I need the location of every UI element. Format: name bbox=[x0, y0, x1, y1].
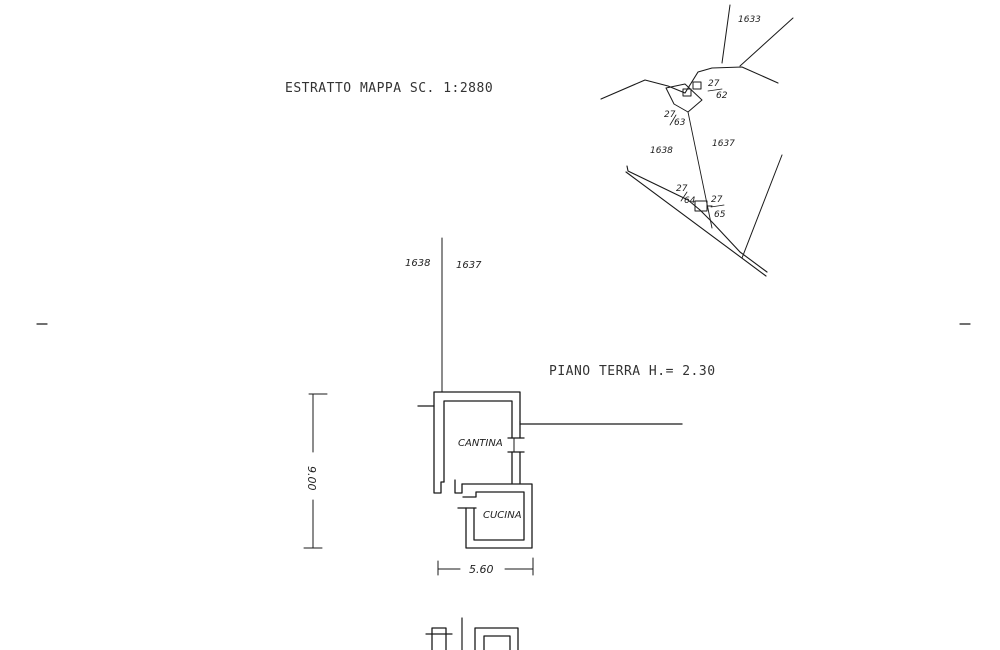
subparcel-c-bar bbox=[680, 191, 688, 202]
subparcel-a-den: 62 bbox=[716, 91, 728, 101]
subparcel-c-den: 64 bbox=[684, 196, 696, 206]
map-boundary-lower bbox=[626, 165, 768, 273]
floor-title: PIANO TERRA H.= 2.30 bbox=[549, 364, 716, 379]
fragment-left-wall bbox=[431, 627, 447, 650]
room-label-cucina: CUCINA bbox=[483, 510, 522, 521]
height-dimension: 9.00 bbox=[303, 393, 328, 549]
map-boundary-upper bbox=[600, 66, 779, 100]
cantina-inner-wall bbox=[443, 400, 513, 483]
map-building-a-detail bbox=[682, 88, 692, 97]
cucina-inner-wall bbox=[462, 491, 525, 541]
cantina-left-wall bbox=[433, 405, 445, 494]
map-building-a bbox=[665, 83, 703, 113]
map-title: ESTRATTO MAPPA SC. 1:2880 bbox=[285, 81, 493, 96]
cadastral-map: 1633 1638 1637 27 62 27 63 27 64 27 65 bbox=[600, 4, 794, 277]
subparcel-b-num: 27 bbox=[664, 110, 676, 120]
parcel-1638-map: 1638 bbox=[650, 146, 673, 156]
parcel-1637-map: 1637 bbox=[712, 139, 735, 149]
subparcel-d-num: 27 bbox=[711, 195, 723, 205]
next-plan-fragment bbox=[425, 617, 519, 650]
map-boundary-1633-a bbox=[721, 4, 731, 64]
subparcel-d-bar bbox=[710, 204, 725, 208]
subparcel-d-den: 65 bbox=[714, 210, 726, 220]
fragment-right-inner bbox=[483, 635, 511, 650]
cantina-outer-wall bbox=[417, 391, 521, 423]
parcel-1633: 1633 bbox=[738, 15, 761, 25]
map-boundary-lower-b bbox=[625, 171, 767, 277]
parcel-1637-plan: 1637 bbox=[456, 260, 482, 271]
map-boundary-right bbox=[741, 154, 783, 259]
width-dimension: 5.60 bbox=[437, 557, 534, 576]
room-label-cantina: CANTINA bbox=[458, 438, 503, 449]
width-dimension-label: 5.60 bbox=[469, 563, 494, 576]
map-building-a-detail-2 bbox=[692, 81, 702, 90]
subparcel-a-num: 27 bbox=[708, 79, 720, 89]
subparcel-b-den: 63 bbox=[674, 118, 686, 128]
map-boundary-1633-b bbox=[739, 17, 794, 67]
height-dimension-label: 9.00 bbox=[305, 466, 318, 491]
cucina-left-jamb bbox=[454, 479, 463, 494]
subparcel-c-num: 27 bbox=[676, 184, 688, 194]
parcel-1638-plan: 1638 bbox=[405, 258, 430, 269]
fragment-right-wall bbox=[474, 627, 519, 650]
floor-plan: 1638 1637 PIANO TERRA H.= 2.30 CANTINA C… bbox=[303, 237, 716, 650]
partition-wall bbox=[461, 483, 533, 549]
map-building-b bbox=[694, 200, 708, 212]
map-boundary-divider bbox=[687, 111, 713, 229]
subparcel-b-bar bbox=[669, 114, 677, 126]
subparcel-a-bar bbox=[707, 88, 723, 92]
